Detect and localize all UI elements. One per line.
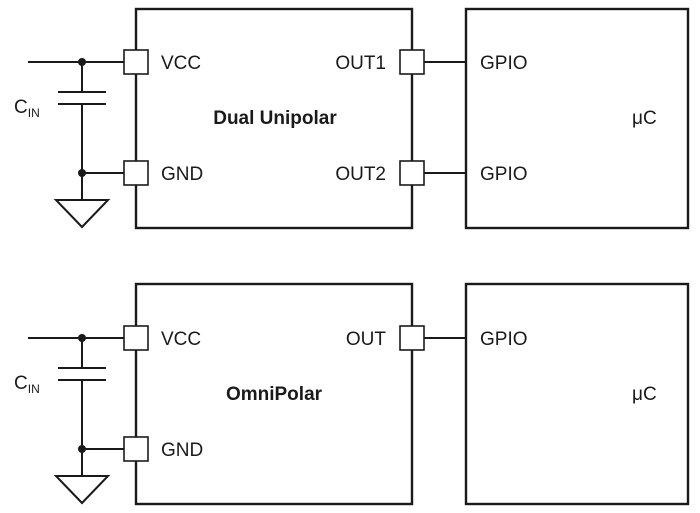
gpio2-label: GPIO [480,164,528,185]
mcu-label: μC [632,384,657,405]
gnd-label: GND [161,440,203,461]
sensor-title: OmniPolar [226,384,323,405]
out2-label: OUT2 [335,164,386,185]
out-label: OUT [346,329,387,350]
gnd-label: GND [161,164,203,185]
pin-out1 [399,49,425,75]
cin-label: CIN [14,97,40,120]
sensor-block [134,7,414,230]
gpio1-label: GPIO [480,53,528,74]
sensor-title: Dual Unipolar [213,108,337,129]
sensor-block [134,282,414,506]
pin-out2 [399,160,425,186]
ground-icon [53,199,111,229]
mcu-block [464,7,690,230]
mcu-block [464,282,690,506]
ground-icon [53,475,111,505]
diagram-omnipolar: CIN VCC GND OUT OmniPolar GPIO μC [14,282,690,506]
vcc-label: VCC [161,53,201,74]
vcc-label: VCC [161,329,201,350]
pin-vcc [123,49,149,75]
gnd-junction [78,445,86,453]
cin-label: CIN [14,373,40,396]
pin-out [399,325,425,351]
out1-label: OUT1 [335,53,386,74]
pin-vcc [123,325,149,351]
pin-gnd [123,436,149,462]
mcu-label: μC [632,108,657,129]
diagram-dual-unipolar: CIN VCC GND OUT1 OUT2 Dual Unipolar GPIO… [14,7,690,230]
gnd-junction [78,169,86,177]
gpio-label: GPIO [480,329,528,350]
pin-gnd [123,160,149,186]
